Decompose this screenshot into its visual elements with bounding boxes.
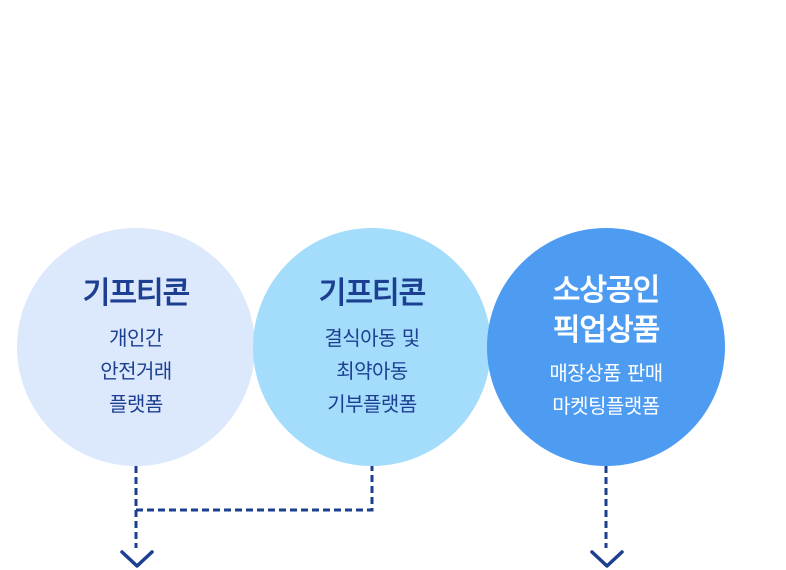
- node-description: 매장상품 판매 마켓팅플랫폼: [549, 357, 663, 423]
- node-desc-line: 매장상품 판매: [549, 361, 663, 385]
- node-description: 개인간 안전거래 플랫폼: [100, 322, 172, 421]
- node-description: 결식아동 및 최약아동 기부플랫폼: [324, 322, 420, 421]
- node-title-line: 픽업상품: [552, 313, 660, 348]
- node-desc-line: 기부플랫폼: [327, 391, 417, 416]
- arrow-down-icon: [120, 550, 154, 568]
- node-gifticon-trade: 기프티콘 개인간 안전거래 플랫폼: [17, 228, 255, 466]
- node-title-line: 기프티콘: [318, 275, 426, 311]
- node-small-business-pickup: 소상공인 픽업상품 매장상품 판매 마켓팅플랫폼: [487, 228, 725, 466]
- node-desc-line: 플랫폼: [109, 391, 163, 416]
- node-gifticon-donation: 기프티콘 결식아동 및 최약아동 기부플랫폼: [253, 228, 491, 466]
- node-desc-line: 안전거래: [100, 358, 172, 383]
- node-title: 소상공인 픽업상품: [552, 271, 660, 351]
- node-title-line: 소상공인: [552, 273, 660, 308]
- node-title-line: 기프티콘: [82, 275, 190, 311]
- node-title: 기프티콘: [82, 274, 190, 314]
- dashed-connector-left: [134, 466, 374, 548]
- node-desc-line: 개인간: [109, 325, 163, 350]
- node-title: 기프티콘: [318, 274, 426, 314]
- arrow-down-icon: [590, 550, 624, 568]
- node-desc-line: 결식아동 및: [324, 325, 420, 350]
- node-desc-line: 최약아동: [336, 358, 408, 383]
- node-desc-line: 마켓팅플랫폼: [552, 394, 660, 418]
